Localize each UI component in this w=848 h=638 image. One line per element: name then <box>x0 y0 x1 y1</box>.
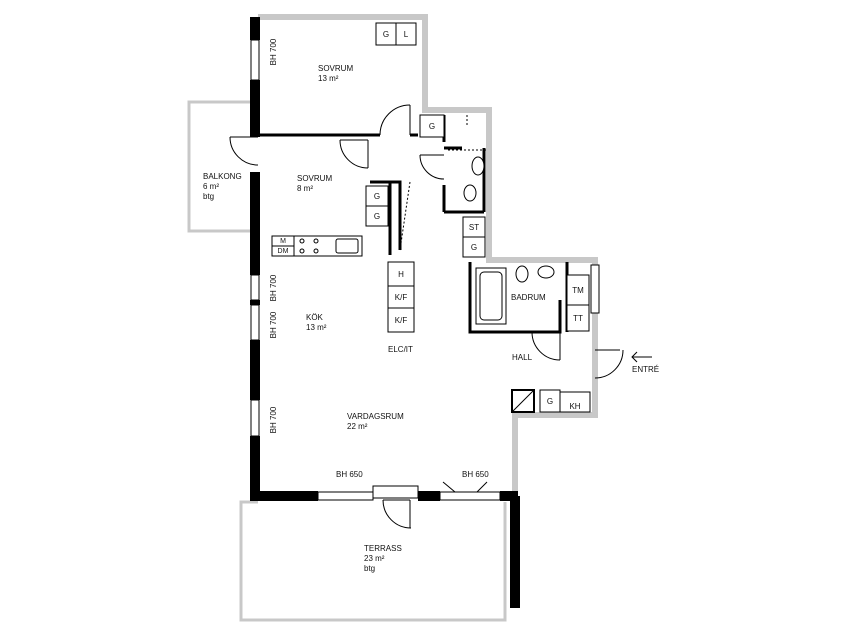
fixture-label: L <box>403 29 409 39</box>
room-area: 8 m² <box>297 184 313 193</box>
room-badrum: BADRUM <box>511 293 546 303</box>
terrace-outline <box>239 500 507 622</box>
windows <box>250 39 600 501</box>
room-name: HALL <box>512 353 533 362</box>
room-area: 13 m² <box>306 323 327 332</box>
window-label: BH 650 <box>462 470 489 479</box>
room-vardagsrum: VARDAGSRUM 22 m² <box>347 412 404 432</box>
fixture-label: M <box>280 237 286 245</box>
window-label: BH 700 <box>269 274 278 302</box>
fixture-label: H <box>398 269 404 279</box>
room-area: 13 m² <box>318 74 339 83</box>
heavy-walls <box>250 17 520 608</box>
fixture-label: ELC/IT <box>388 345 413 354</box>
fixture-label: G <box>382 29 390 39</box>
fixture-label: G <box>470 242 478 252</box>
fixture-label: DM <box>277 247 289 255</box>
balcony-outline <box>187 100 250 233</box>
window-label: BH 650 <box>336 470 363 479</box>
room-area: 23 m² <box>364 554 385 563</box>
fixture-label: K/F <box>394 315 408 325</box>
room-name: VARDAGSRUM <box>347 412 404 421</box>
room-note: btg <box>203 192 215 201</box>
interior-walls <box>258 115 569 334</box>
room-note: btg <box>364 564 376 573</box>
room-name: SOVRUM <box>318 64 354 73</box>
room-sovrum-2: SOVRUM 8 m² <box>297 174 332 194</box>
room-kok: KÖK 13 m² <box>306 313 326 333</box>
window-label: BH 700 <box>269 406 278 434</box>
room-area: 22 m² <box>347 422 368 431</box>
fixture-label: ST <box>468 222 480 232</box>
fixture-label: G <box>373 211 381 221</box>
doors <box>229 104 624 529</box>
fixture-label: G <box>428 121 436 131</box>
entry-label: ENTRÉ <box>632 365 660 374</box>
room-name: TERRASS <box>364 544 402 553</box>
window-label: BH 700 <box>269 311 278 339</box>
fixture-label: TM <box>572 285 584 295</box>
room-sovrum-1: SOVRUM 13 m² <box>318 64 353 84</box>
room-name: BALKONG <box>203 172 242 181</box>
window-label: BH 700 <box>269 38 278 66</box>
light-walls <box>258 14 598 600</box>
room-terrass: TERRASS 23 m² btg <box>364 544 402 574</box>
room-name: KÖK <box>306 313 323 322</box>
fixture-label: KH <box>569 401 581 411</box>
room-balkong: BALKONG 6 m² btg <box>203 172 242 202</box>
fixture-label: G <box>373 191 381 201</box>
fixture-label: K/F <box>394 292 408 302</box>
fixture-label: TT <box>573 313 583 323</box>
fixtures <box>271 22 591 413</box>
room-hall: HALL <box>512 353 532 363</box>
fixture-label: G <box>546 396 554 406</box>
dashed-lines <box>399 115 486 251</box>
room-name: SOVRUM <box>297 174 333 183</box>
arrow-left-icon <box>631 351 652 363</box>
room-name: BADRUM <box>511 293 546 302</box>
room-area: 6 m² <box>203 182 219 191</box>
